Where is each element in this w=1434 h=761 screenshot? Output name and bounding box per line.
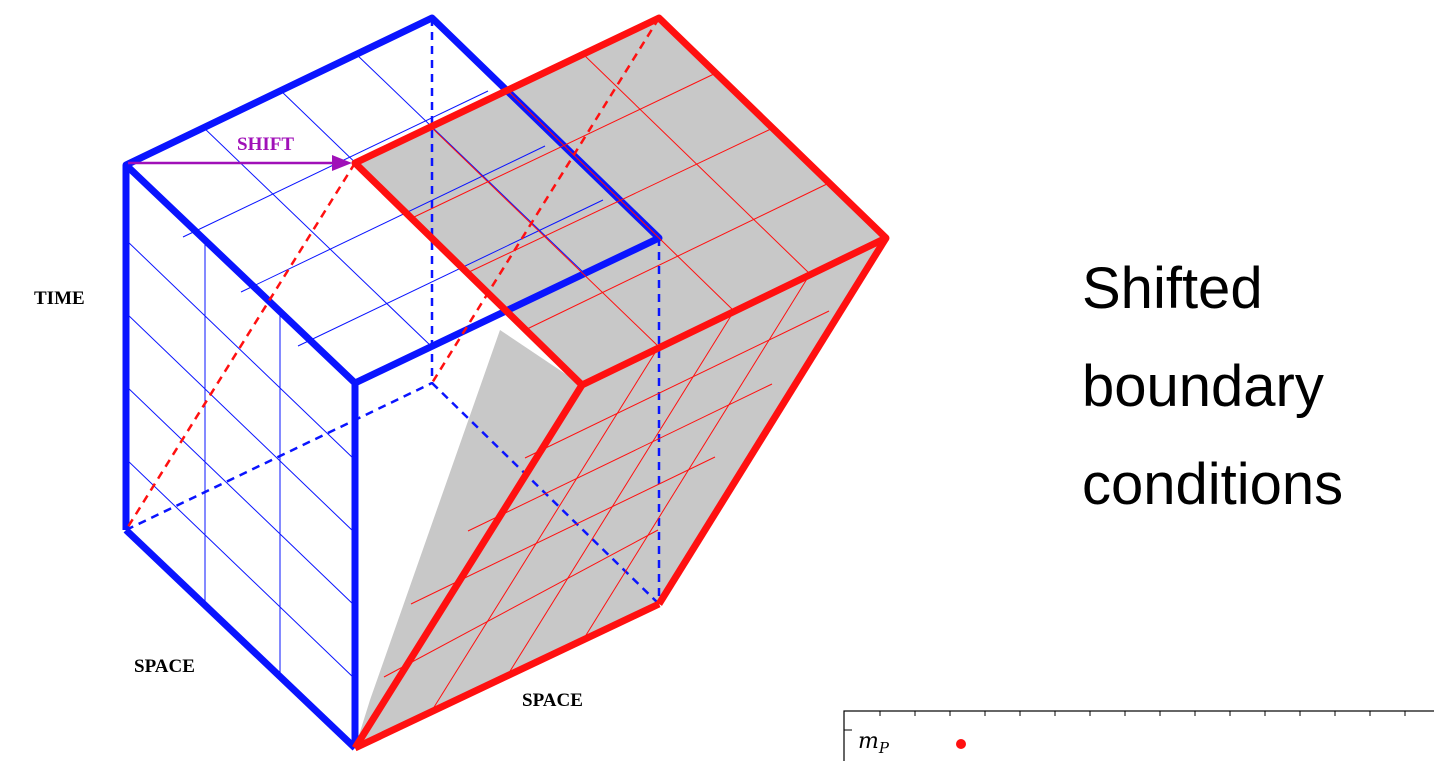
red-left-face: [355, 330, 582, 748]
space-label-right: SPACE: [522, 690, 583, 711]
red-box: [351, 14, 890, 752]
shift-label: SHIFT: [237, 134, 294, 155]
plot-fragment: mP: [843, 710, 1434, 761]
legend-subscript: P: [878, 739, 890, 757]
title-line-2: boundary: [1082, 354, 1324, 419]
title: Shifted boundary conditions: [1082, 256, 1343, 517]
legend-label: mP: [858, 729, 890, 757]
legend-marker: [956, 739, 966, 749]
legend-symbol: m: [858, 729, 879, 754]
shift-arrow: [128, 155, 352, 171]
red-hidden-edges: [124, 17, 661, 531]
title-line-1: Shifted: [1082, 256, 1263, 321]
red-grid: [383, 53, 830, 713]
space-label-left: SPACE: [134, 656, 195, 677]
title-line-3: conditions: [1082, 452, 1343, 517]
plot-ticks: [844, 711, 1406, 731]
time-label: TIME: [34, 288, 85, 309]
plot-frame: [843, 710, 1434, 761]
